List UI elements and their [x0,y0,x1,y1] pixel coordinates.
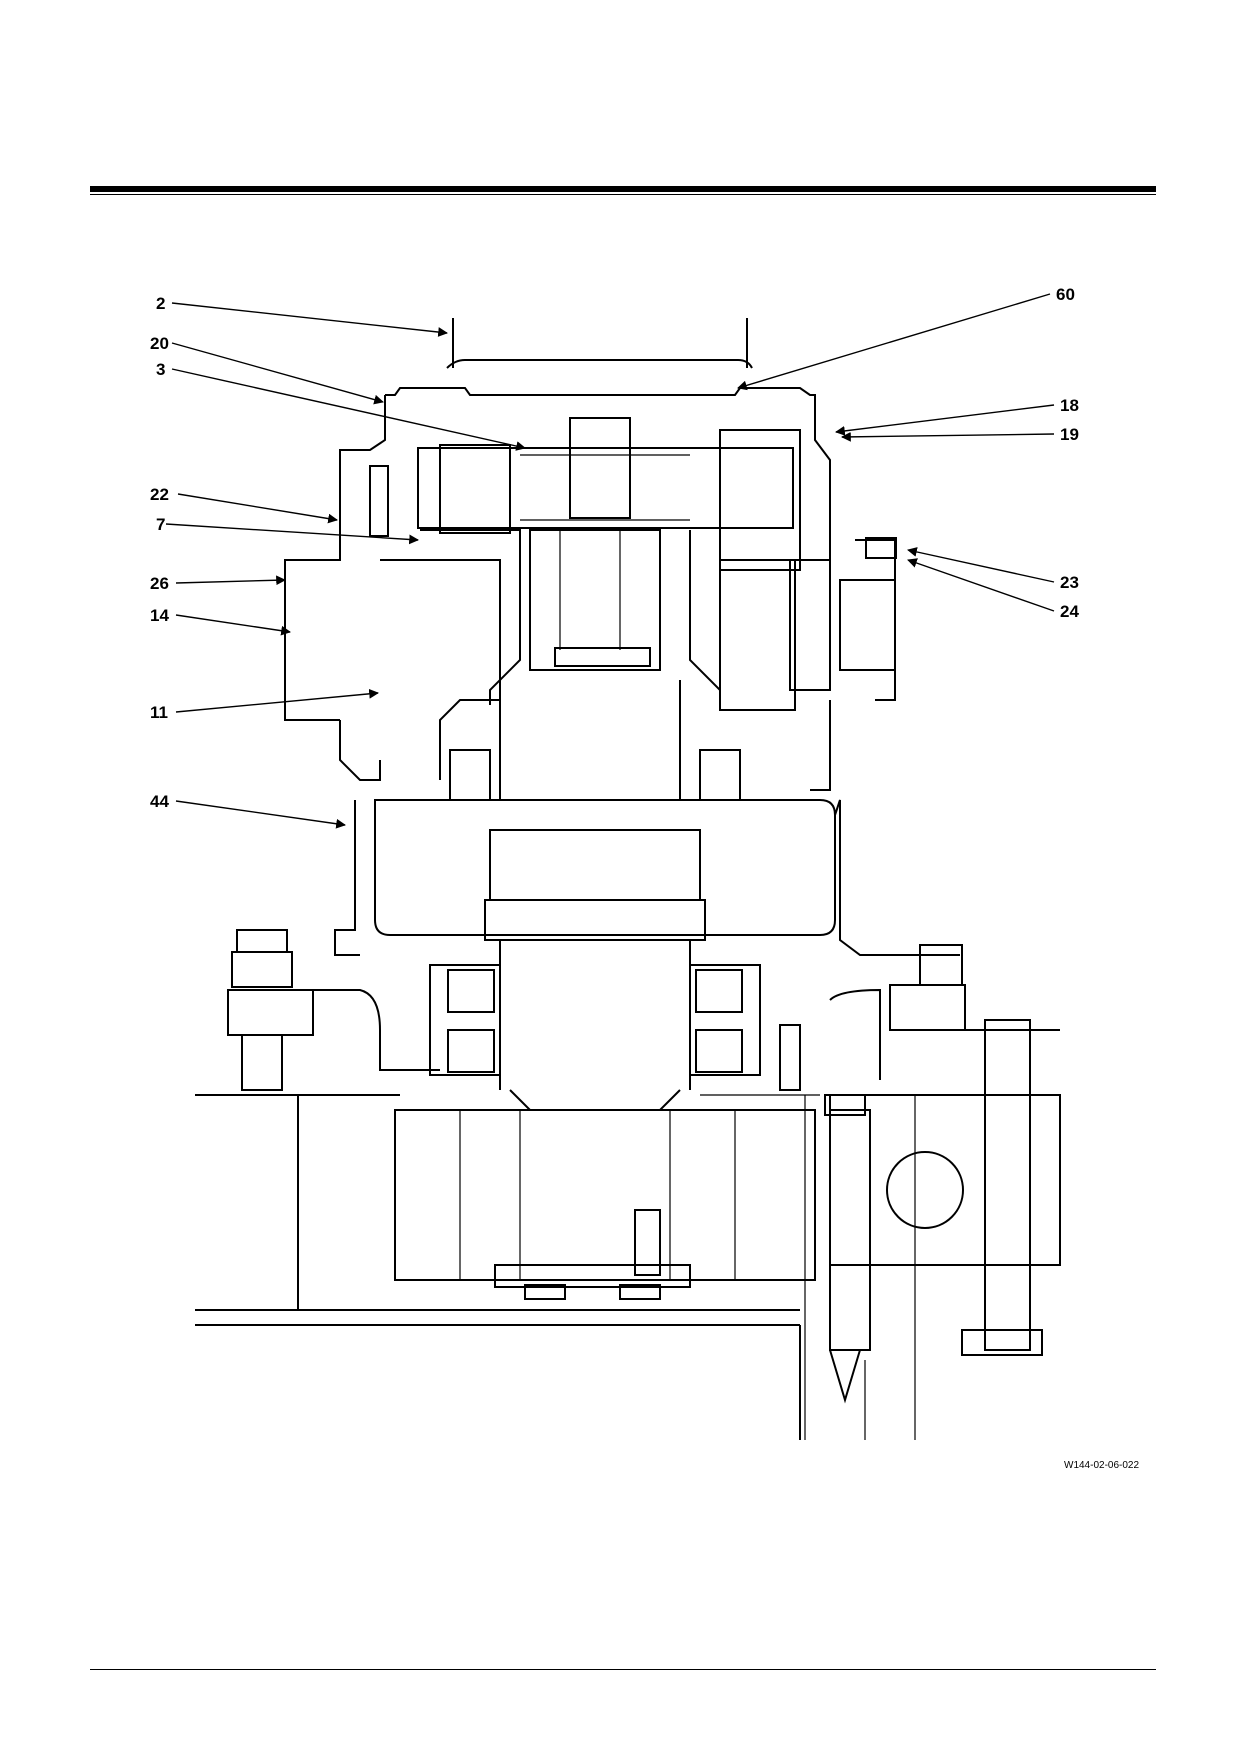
callout-11: 11 [150,703,168,722]
callout-3: 3 [156,360,165,379]
figure-reference: W144-02-06-022 [1064,1460,1139,1471]
header-rule-thin [90,194,1156,195]
callout-23: 23 [1060,573,1079,592]
header-rule-thick [90,186,1156,192]
callout-19: 19 [1060,425,1079,444]
callout-26: 26 [150,574,169,593]
callout-18: 18 [1060,396,1079,415]
callout-labels: 2 20 3 22 7 26 14 11 44 60 18 19 23 24 [150,285,1079,811]
callout-44: 44 [150,792,169,811]
callout-22: 22 [150,485,169,504]
leader-lines [165,293,1055,829]
callout-60: 60 [1056,285,1075,304]
mechanical-drawing [195,318,1061,1440]
callout-14: 14 [150,606,169,625]
callout-2: 2 [156,294,165,313]
footer-rule [90,1669,1156,1670]
callout-24: 24 [1060,602,1079,621]
callout-20: 20 [150,334,169,353]
callout-7: 7 [156,515,165,534]
